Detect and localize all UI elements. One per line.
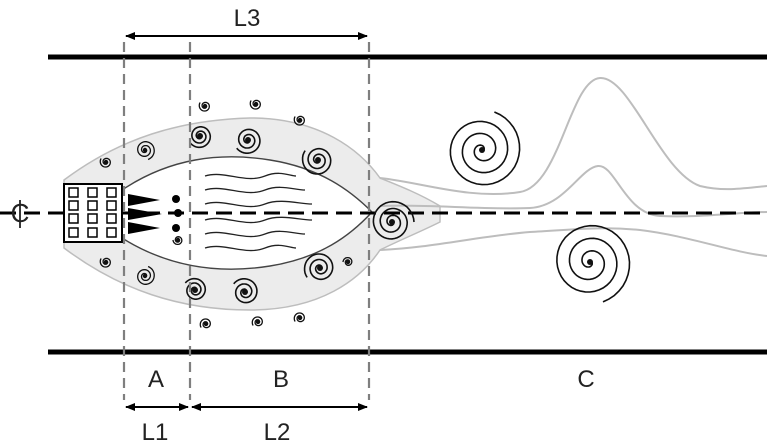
vortex-2 [249, 99, 261, 110]
vortex-1 [198, 101, 210, 112]
vortex-19 [372, 200, 415, 240]
label-l2: L2 [264, 419, 291, 446]
wake-lower-curve [379, 227, 767, 257]
vortex-17 [303, 253, 334, 281]
label-l3: L3 [234, 5, 261, 32]
vortex-4 [99, 157, 111, 168]
vortex-10 [137, 141, 155, 161]
jet-dots [172, 195, 182, 232]
vortex-8 [293, 312, 305, 323]
wake-upper-curve [379, 76, 767, 196]
vortex-layer [99, 99, 631, 329]
vortex-16 [233, 278, 258, 304]
vortex-15 [184, 277, 207, 300]
label-region-c: C [577, 366, 594, 393]
wake-middle-curve [379, 165, 767, 218]
label-l1: L1 [142, 419, 169, 446]
centerline-symbol: C [11, 198, 29, 228]
vortex-18 [172, 236, 183, 246]
vortex-5 [99, 257, 111, 268]
vortex-20 [449, 111, 521, 186]
vortex-14 [137, 265, 155, 285]
region-dividers [122, 42, 371, 400]
vortex-6 [199, 318, 211, 329]
flow-streaks [204, 172, 313, 252]
label-region-a: A [148, 366, 164, 393]
vortex-11 [189, 126, 212, 149]
grid-block [63, 183, 123, 243]
vortex-21 [556, 224, 631, 303]
label-region-b: B [273, 366, 289, 393]
vortex-13 [301, 147, 332, 175]
vortex-12 [236, 128, 261, 154]
vortex-7 [251, 316, 263, 327]
vortex-9 [342, 256, 353, 266]
vortex-3 [293, 115, 305, 126]
